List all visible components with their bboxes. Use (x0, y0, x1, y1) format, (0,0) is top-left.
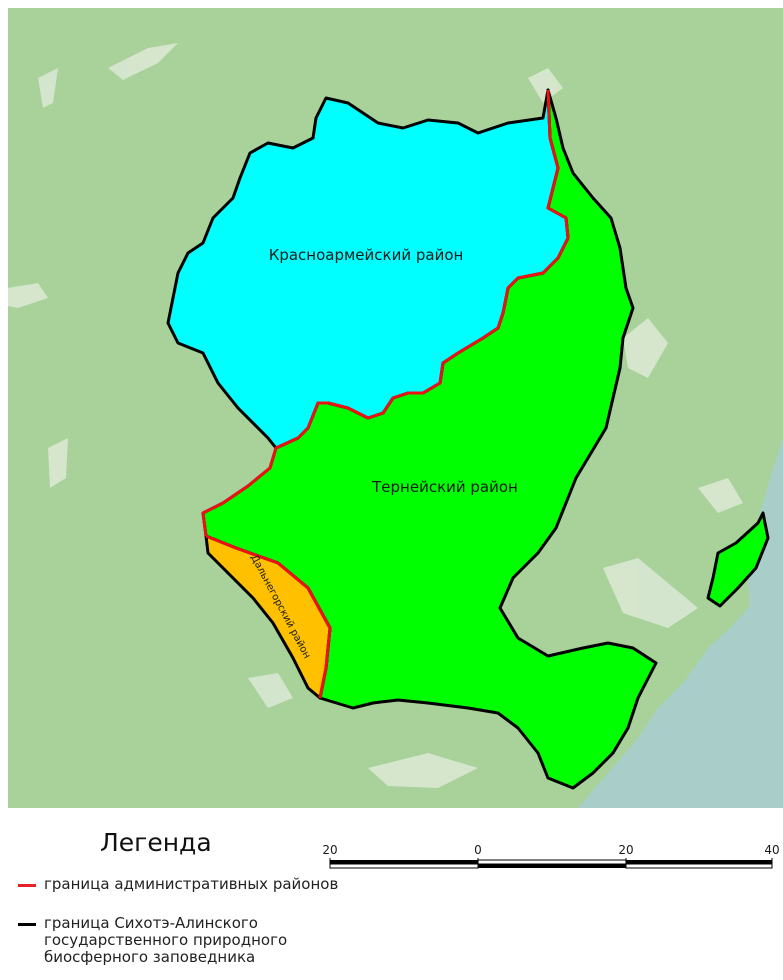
island[interactable] (706, 511, 770, 608)
sea-area (578, 438, 783, 808)
scale-tick-label: 0 (474, 843, 482, 857)
label-krasnoarmeysky: Красноармейский район (269, 246, 464, 264)
scale-segment (626, 860, 772, 864)
scale-segment (329, 863, 479, 869)
legend-swatch-black (18, 923, 36, 926)
scale-segment (625, 863, 773, 869)
admin-border-dalnegorsky (205, 534, 332, 699)
terrain-patches (8, 43, 743, 788)
scale-bar: 20 0 20 40 (322, 843, 780, 869)
legend-title: Легенда (100, 828, 212, 857)
scale-segment (477, 859, 627, 865)
scale-segment (478, 864, 626, 868)
admin-border (201, 89, 570, 537)
label-terneysky: Тернейский район (371, 478, 518, 496)
map-canvas[interactable]: Красноармейский район Тернейский район Д… (8, 8, 783, 808)
scale-tick-label: 20 (618, 843, 633, 857)
legend-label: граница Сихотэ-Алинского государственног… (44, 914, 288, 966)
legend-label: граница административных районов (44, 875, 339, 893)
scale-tick-label: 40 (764, 843, 779, 857)
scale-tick-label: 20 (322, 843, 337, 857)
legend-swatch-red (18, 884, 36, 887)
scale-segment (330, 860, 478, 864)
